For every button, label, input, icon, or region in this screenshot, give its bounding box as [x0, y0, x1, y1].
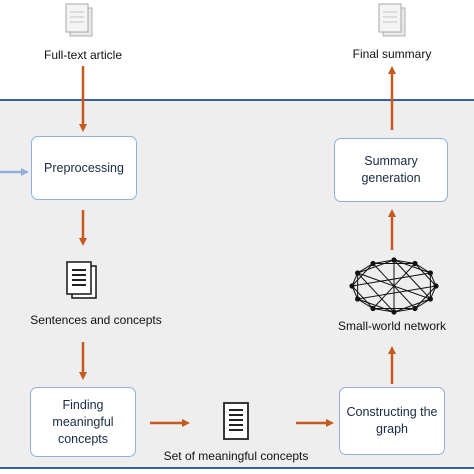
- summary-generation-box: Summary generation: [334, 138, 448, 202]
- network-node: [391, 257, 397, 263]
- network-node: [355, 296, 361, 302]
- network-edge: [357, 285, 437, 300]
- network-edge: [357, 272, 395, 313]
- network-edge: [372, 259, 395, 264]
- small-world-network-icon: [349, 257, 439, 315]
- network-edge: [357, 263, 374, 274]
- small-world-network-label: Small-world network: [337, 319, 447, 333]
- network-edge: [351, 272, 431, 287]
- network-node: [370, 305, 376, 312]
- network-node: [433, 283, 439, 289]
- preprocessing-box: Preprocessing: [31, 136, 137, 200]
- output-document-icon: [378, 3, 406, 37]
- network-edge: [393, 259, 431, 300]
- network-node: [391, 309, 397, 315]
- set-of-meaningful-concepts-label: Set of meaningful concepts: [163, 449, 309, 463]
- network-edge: [372, 263, 416, 309]
- final-summary-label: Final summary: [352, 47, 432, 61]
- network-edge: [393, 259, 416, 264]
- network-edge: [414, 263, 437, 287]
- constructing-the-graph-box: Constructing the graph: [339, 387, 445, 455]
- network-node: [412, 260, 418, 267]
- network-edge: [393, 308, 416, 313]
- finding-meaningful-concepts-box: Finding meaningful concepts: [30, 387, 136, 457]
- network-node: [412, 305, 418, 312]
- full-text-article-label: Full-text article: [43, 48, 123, 62]
- sentences-and-concepts-label: Sentences and concepts: [30, 313, 162, 327]
- network-edge: [414, 298, 431, 309]
- network-edge: [351, 285, 374, 309]
- concepts-document-icon: [223, 402, 249, 440]
- network-edge: [414, 263, 431, 274]
- sentences-document-icon: [66, 261, 97, 299]
- network-edge: [357, 298, 374, 309]
- network-node: [349, 283, 355, 289]
- panel-bottom-border: [0, 467, 474, 469]
- network-node: [370, 260, 376, 267]
- input-document-icon: [65, 3, 93, 37]
- network-node: [427, 270, 433, 276]
- network-node: [355, 270, 361, 276]
- network-edge: [372, 308, 395, 313]
- network-node: [427, 296, 433, 302]
